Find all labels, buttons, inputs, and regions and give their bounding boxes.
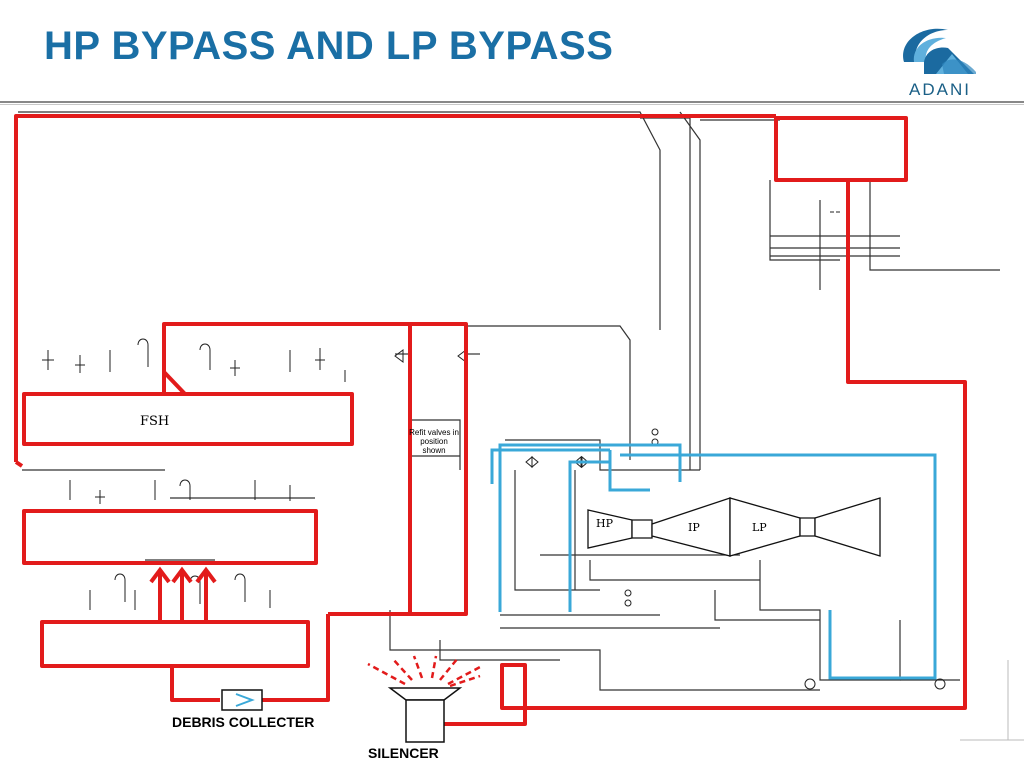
debris-collector-label: DEBRIS COLLECTER [172, 714, 315, 730]
title-divider-shadow [0, 104, 1024, 105]
silencer-symbol [387, 687, 463, 743]
valve-symbols [42, 211, 946, 690]
bypass-system-diagram: HP IP LP [14, 111, 1024, 743]
silencer-discharge-rays [367, 655, 483, 688]
ip-turbine-label: IP [688, 521, 700, 534]
slide-title: HP BYPASS AND LP BYPASS [44, 24, 614, 68]
steam-lines [490, 443, 937, 680]
fsh-label: FSH [140, 414, 169, 429]
refit-note-line-3: shown [422, 446, 445, 455]
turbine-casings [587, 497, 881, 557]
top-right-header [774, 116, 908, 182]
hp-turbine-label: HP [596, 517, 614, 530]
refit-valve-column [408, 322, 468, 616]
fsh-header [22, 392, 354, 446]
adani-logo-icon [903, 28, 976, 74]
logo-text: ADANI [909, 80, 971, 99]
bypass-highlights [14, 114, 967, 726]
lp-turbine-label: LP [752, 521, 767, 534]
title-divider [0, 101, 1024, 103]
debris-collector-symbol [221, 689, 263, 711]
lower-header [40, 620, 310, 668]
flow-arrows [149, 566, 217, 622]
silencer-label: SILENCER [368, 745, 439, 761]
drawing-border [960, 660, 1024, 741]
intermediate-header [22, 509, 318, 565]
refit-note-line-2: position [420, 437, 448, 446]
refit-note-line-1: Refit valves in [409, 428, 459, 437]
pipework [18, 111, 1000, 691]
